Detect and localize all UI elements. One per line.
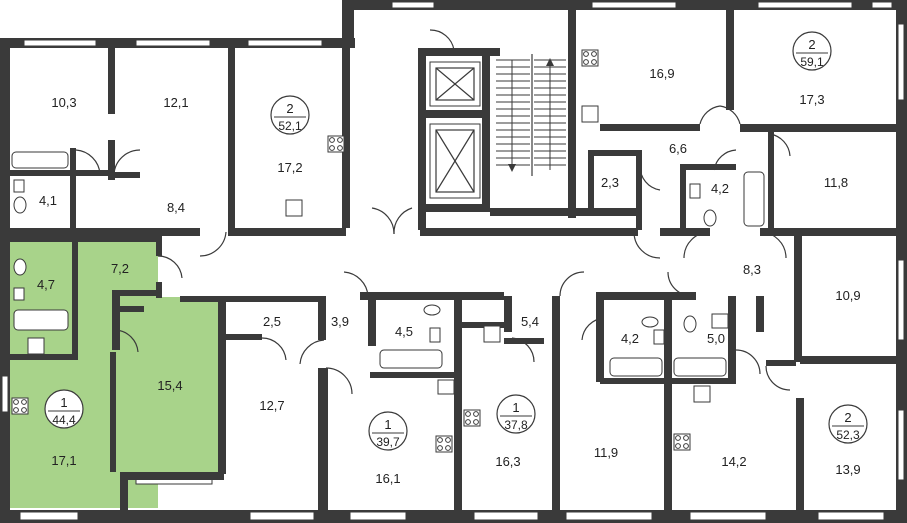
apartment-total-area: 39,7 (376, 435, 400, 449)
room-area: 14,2 (721, 454, 746, 469)
staircase (496, 54, 566, 176)
room-area: 6,6 (669, 141, 687, 156)
room-area: 2,3 (601, 175, 619, 190)
room-area: 12,7 (259, 398, 284, 413)
room-area: 7,2 (111, 261, 129, 276)
room-area: 10,9 (835, 288, 860, 303)
apartment-room-count: 1 (60, 395, 67, 410)
apartment-total-area: 52,3 (836, 428, 860, 442)
room-area: 12,1 (163, 95, 188, 110)
room-area-labels: 10,3 12,1 17,2 4,1 8,4 16,9 17,3 6,6 2,3… (37, 66, 861, 486)
apartment-room-count: 1 (512, 400, 519, 415)
room-area: 17,3 (799, 92, 824, 107)
room-area: 16,1 (375, 471, 400, 486)
room-area: 4,2 (711, 181, 729, 196)
apartment-room-count: 2 (286, 101, 293, 116)
apartment-badges: 2 52,1 2 59,1 1 44,4 1 39,7 1 37,8 (44, 31, 868, 451)
room-area: 16,9 (649, 66, 674, 81)
room-area: 15,4 (157, 378, 182, 393)
room-area: 13,9 (835, 462, 860, 477)
apartment-room-count: 2 (808, 37, 815, 52)
apartment-room-count: 1 (384, 417, 391, 432)
stoves (11, 49, 691, 453)
room-area: 4,1 (39, 193, 57, 208)
room-area: 11,8 (824, 175, 848, 190)
apartment-total-area: 44,4 (52, 413, 76, 427)
room-area: 8,3 (743, 262, 761, 277)
room-area: 11,9 (594, 445, 618, 460)
room-area: 4,2 (621, 331, 639, 346)
highlighted-apartment[interactable] (8, 240, 222, 508)
room-area: 2,5 (263, 314, 281, 329)
sinks (13, 105, 729, 403)
apartment-total-area: 37,8 (504, 418, 528, 432)
apartment-badge[interactable]: 2 52,3 (828, 404, 868, 444)
apartment-total-area: 52,1 (278, 119, 302, 133)
interior-walls (10, 10, 896, 512)
room-area: 10,3 (51, 95, 76, 110)
bathtubs (11, 151, 765, 377)
room-area: 5,0 (707, 331, 725, 346)
apartment-total-area: 59,1 (800, 55, 824, 69)
room-area: 4,5 (395, 324, 413, 339)
room-area: 17,1 (51, 453, 76, 468)
toilets (13, 196, 717, 333)
apartment-badge[interactable]: 2 59,1 (792, 31, 832, 71)
room-area: 3,9 (331, 314, 349, 329)
apartment-room-count: 2 (844, 410, 851, 425)
doors (75, 29, 791, 395)
room-area: 4,7 (37, 277, 55, 292)
room-area: 8,4 (167, 200, 185, 215)
room-area: 5,4 (521, 314, 539, 329)
apartment-badge[interactable]: 1 37,8 (496, 394, 536, 434)
apartment-badge[interactable]: 1 39,7 (368, 411, 408, 451)
room-area: 17,2 (277, 160, 302, 175)
elevator-shafts (429, 61, 481, 199)
apartment-badge[interactable]: 1 44,4 (44, 389, 84, 429)
room-area: 16,3 (495, 454, 520, 469)
apartment-badge[interactable]: 2 52,1 (270, 95, 310, 135)
